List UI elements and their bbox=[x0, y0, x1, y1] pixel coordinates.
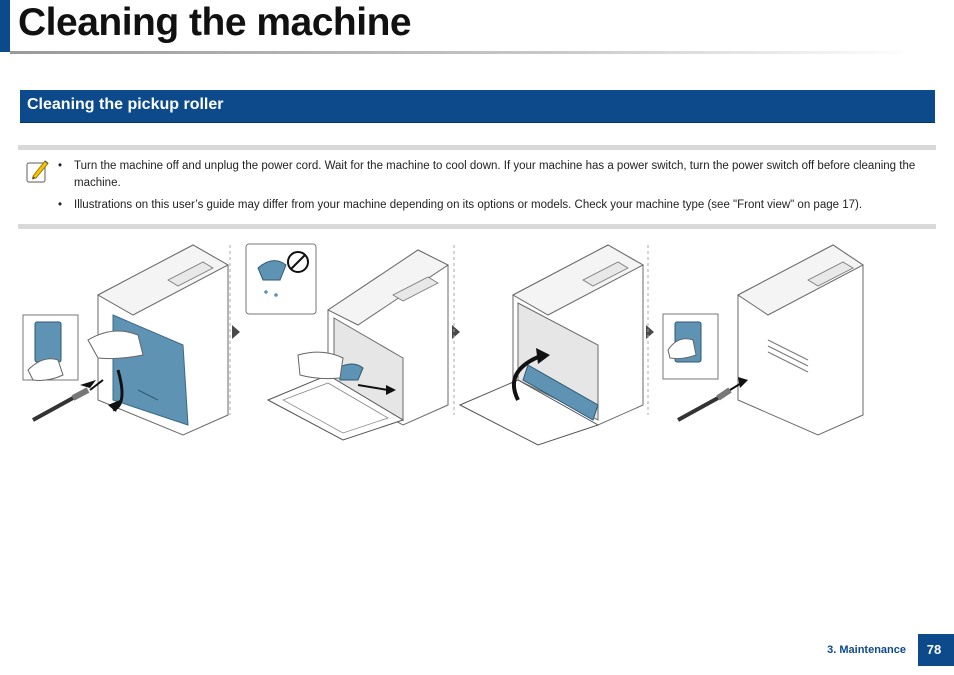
step-3-close-cover bbox=[458, 244, 645, 446]
no-liquid-cloth-icon bbox=[257, 260, 287, 281]
step-arrow-icon bbox=[232, 325, 240, 339]
step-4-power-on bbox=[662, 244, 864, 436]
footer-chapter: 3. Maintenance bbox=[827, 644, 906, 656]
title-accent-bar bbox=[0, 0, 10, 52]
page-number: 78 bbox=[926, 642, 942, 657]
step-arrow-icon bbox=[452, 325, 460, 339]
cleaning-procedure-illustration bbox=[22, 243, 864, 446]
section-header: Cleaning the pickup roller bbox=[20, 90, 935, 123]
power-switch-icon bbox=[34, 321, 62, 363]
bullet: • bbox=[58, 199, 63, 211]
note-list: • Turn the machine off and unplug the po… bbox=[56, 158, 916, 219]
pencil-note-icon bbox=[26, 160, 49, 183]
step-1-power-off bbox=[22, 244, 230, 436]
page-number-badge: 78 bbox=[918, 634, 954, 666]
page-title: Cleaning the machine bbox=[18, 1, 412, 44]
note-text: Turn the machine off and unplug the powe… bbox=[74, 160, 916, 189]
note-box: • Turn the machine off and unplug the po… bbox=[18, 145, 936, 229]
note-item: • Turn the machine off and unplug the po… bbox=[56, 158, 916, 192]
title-divider bbox=[10, 51, 915, 54]
bullet: • bbox=[58, 160, 63, 172]
step-arrow-icon bbox=[646, 325, 654, 339]
note-item: • Illustrations on this user’s guide may… bbox=[56, 197, 916, 214]
note-text: Illustrations on this user’s guide may d… bbox=[74, 199, 863, 211]
section-title: Cleaning the pickup roller bbox=[27, 96, 224, 113]
step-2-wipe-roller bbox=[245, 243, 449, 441]
